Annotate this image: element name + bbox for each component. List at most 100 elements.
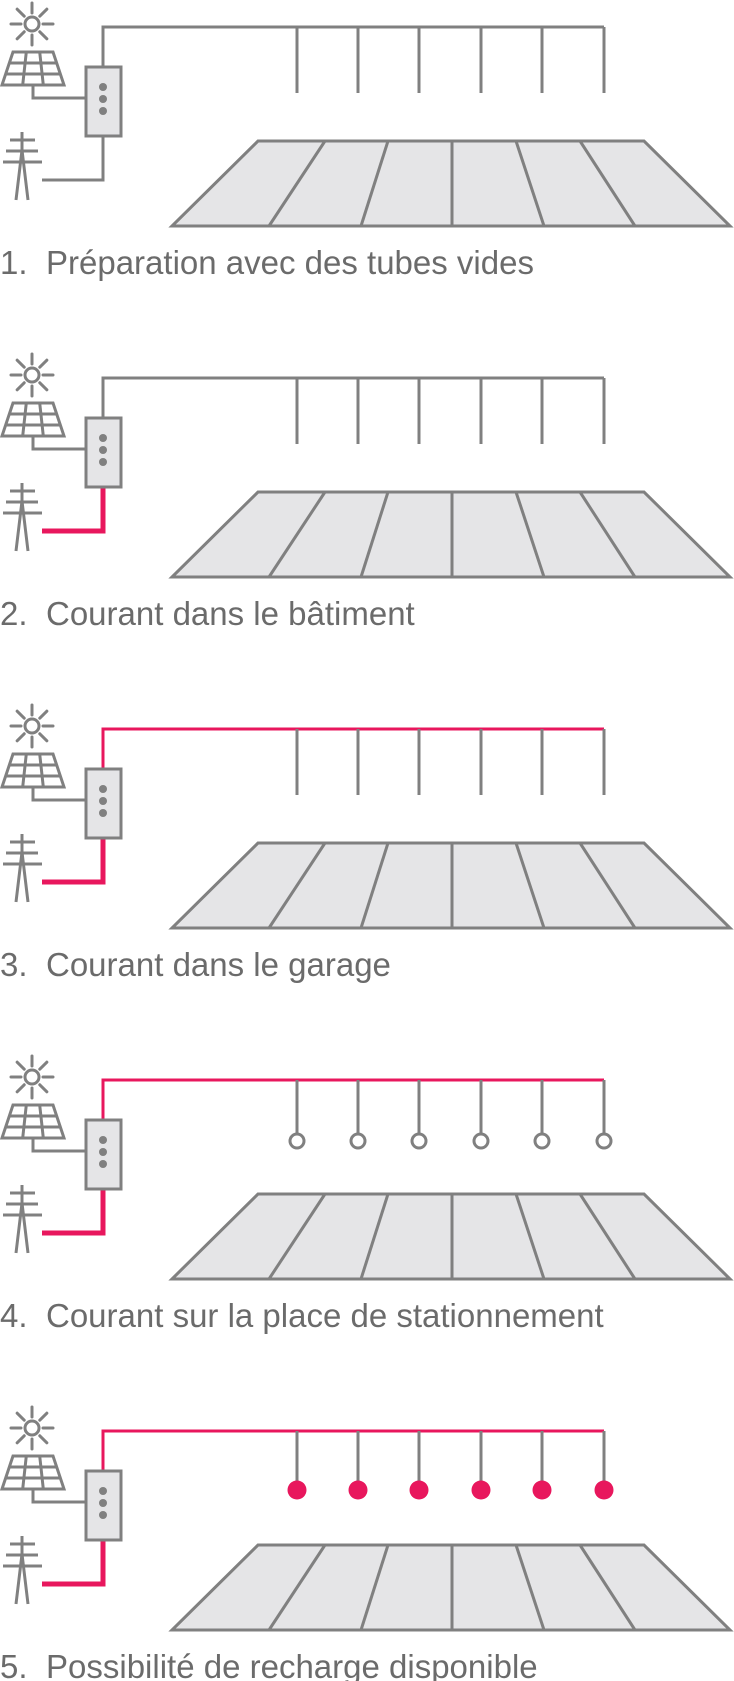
sun-core — [23, 15, 41, 33]
sun-ray — [38, 1083, 49, 1094]
parking-divider — [267, 1193, 327, 1280]
solar-grid-line — [38, 753, 45, 788]
step-label: 3. Courant dans le garage — [0, 948, 391, 981]
sun-ray — [38, 1060, 49, 1071]
box-dot — [99, 1511, 107, 1519]
sun-core — [23, 1068, 41, 1086]
sun-ray — [15, 30, 26, 41]
power-pylon-icon — [3, 483, 42, 552]
step-label: 4.Courant sur la place de stationnement — [0, 1299, 604, 1332]
charging-outlet-active-icon — [471, 1480, 491, 1500]
solar-cable — [31, 1138, 85, 1153]
sun-ray — [15, 1060, 26, 1071]
parking-divider — [267, 842, 327, 929]
step-number: 1. — [0, 244, 28, 281]
parking-area — [168, 490, 734, 579]
step-text: Courant sur la place de stationnement — [46, 1297, 604, 1334]
box-dot — [99, 95, 107, 103]
charging-outlet-active-icon — [287, 1480, 307, 1500]
step-number: 3. — [0, 946, 28, 983]
grid-cable — [42, 1540, 106, 1587]
pylon-legs — [14, 1553, 30, 1605]
charging-outlet-active-icon — [594, 1480, 614, 1500]
solar-grid-line — [38, 402, 45, 437]
step-text: Courant dans le garage — [46, 946, 391, 983]
garage-cable — [101, 1429, 604, 1471]
sun-ray — [38, 709, 49, 720]
sun-ray — [38, 358, 49, 369]
parking-divider — [359, 1544, 390, 1631]
parking-area — [168, 841, 734, 930]
step-number: 5. — [0, 1648, 28, 1681]
charging-outlet-active-icon — [409, 1480, 429, 1500]
garage-cable — [101, 25, 604, 67]
parking-divider — [359, 140, 390, 227]
solar-panel-icon — [0, 401, 85, 451]
garage-cable — [101, 1078, 604, 1120]
parking-divider — [578, 1193, 637, 1280]
solar-panel-icon — [0, 50, 85, 100]
solar-panel-frame — [0, 401, 67, 438]
solar-grid-line — [21, 51, 28, 86]
box-dot — [99, 1499, 107, 1507]
sun-icon — [9, 1054, 55, 1100]
step-label: 5.Possibilité de recharge disponible — [0, 1650, 538, 1681]
box-dot — [99, 107, 107, 115]
box-dot — [99, 797, 107, 805]
sun-ray — [15, 1083, 26, 1094]
sun-icon — [9, 703, 55, 749]
solar-grid-line — [21, 753, 28, 788]
sun-ray — [38, 732, 49, 743]
step-panel — [0, 352, 734, 579]
distribution-box-icon — [84, 1118, 123, 1191]
solar-panel-icon — [0, 752, 85, 802]
charging-outlet-icon — [410, 1132, 428, 1150]
solar-panel-frame — [0, 752, 67, 789]
solar-grid-line — [38, 1455, 45, 1490]
box-dot — [99, 434, 107, 442]
parking-divider — [514, 1193, 546, 1280]
grid-cable — [42, 487, 106, 534]
solar-grid-line — [21, 402, 28, 437]
sun-ray — [15, 381, 26, 392]
sun-ray — [15, 732, 26, 743]
garage-cable — [101, 376, 604, 418]
step-panel — [0, 703, 734, 930]
solar-panel-frame — [0, 1454, 67, 1491]
step-number: 2. — [0, 595, 28, 632]
sun-ray — [15, 7, 26, 18]
sun-core — [23, 1419, 41, 1437]
sun-ray — [38, 381, 49, 392]
solar-grid-line — [21, 1455, 28, 1490]
parking-divider — [578, 842, 637, 929]
sun-ray — [38, 30, 49, 41]
parking-divider — [359, 491, 390, 578]
distribution-box-icon — [84, 416, 123, 489]
garage-cable — [101, 727, 604, 769]
parking-divider — [578, 491, 637, 578]
power-pylon-icon — [3, 132, 42, 201]
solar-cable — [31, 787, 85, 802]
box-dot — [99, 1487, 107, 1495]
box-dot — [99, 809, 107, 817]
distribution-box-icon — [84, 1469, 123, 1542]
step-panel — [0, 1, 734, 228]
power-pylon-icon — [3, 834, 42, 903]
charging-outlet-icon — [472, 1132, 490, 1150]
grid-cable — [42, 838, 106, 885]
sun-core — [23, 717, 41, 735]
parking-divider — [514, 140, 546, 227]
solar-grid-line — [21, 1104, 28, 1139]
box-dot — [99, 1148, 107, 1156]
grid-cable — [42, 136, 105, 182]
distribution-box-icon — [84, 767, 123, 840]
box-dot — [99, 785, 107, 793]
solar-grid-line — [38, 51, 45, 86]
charging-outlet-active-icon — [348, 1480, 368, 1500]
parking-divider — [267, 1544, 327, 1631]
sun-ray — [38, 1434, 49, 1445]
distribution-box-icon — [84, 65, 123, 138]
step-text: Préparation avec des tubes vides — [46, 244, 534, 281]
step-label: 1. Préparation avec des tubes vides — [0, 246, 534, 279]
